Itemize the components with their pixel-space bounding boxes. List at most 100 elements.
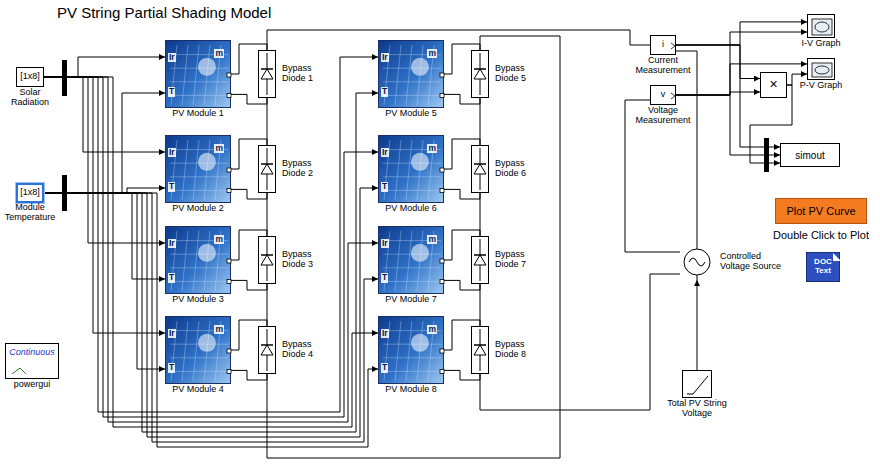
output-port (671, 43, 675, 49)
cell-grid (406, 45, 412, 105)
block-icon (471, 236, 489, 284)
terminal (440, 73, 444, 77)
cell-grid (204, 45, 210, 105)
scope-screen (812, 19, 832, 35)
cell-grid (170, 68, 228, 69)
block-name: PV Module 5 (371, 109, 451, 119)
cell-grid (170, 267, 228, 268)
terminal (227, 73, 231, 77)
block-name: Total PV String Voltage (667, 399, 727, 419)
cell-grid (417, 321, 423, 381)
port-name: T (381, 363, 388, 372)
page-corner (833, 253, 841, 261)
block-text: × (769, 77, 777, 92)
diode-lead (480, 329, 481, 371)
sun-glare (198, 58, 216, 76)
cell-grid (395, 45, 401, 105)
sun-glare (411, 334, 429, 352)
signal-line (697, 280, 698, 370)
diode-bar (261, 68, 273, 70)
block-name: Bypass Diode 2 (282, 159, 326, 179)
diode-symbol (474, 345, 486, 355)
cell-grid (383, 371, 441, 372)
block-name: PV Module 2 (158, 204, 238, 214)
sun-glare (411, 153, 429, 171)
electrical-wire (231, 44, 267, 104)
cell-grid (383, 95, 441, 96)
diode-bar (474, 68, 486, 70)
terminal (227, 259, 231, 263)
electrical-wire (267, 284, 268, 326)
diode-symbol (474, 69, 486, 79)
electrical-wire (267, 193, 268, 236)
bypass-diode: Bypass Diode 6 (471, 145, 489, 193)
cell-grid (395, 140, 401, 200)
block-name: Bypass Diode 1 (282, 64, 326, 84)
block-name: PV Module 4 (158, 385, 238, 395)
terminal (227, 188, 231, 192)
block-icon (683, 371, 713, 399)
diode-symbol (474, 255, 486, 265)
block-text: i (662, 40, 664, 50)
constant-block: [1x8]Module Temperature (16, 183, 44, 203)
block-name: Solar Radiation (0, 88, 60, 108)
diode-lead (267, 53, 268, 95)
block-name: powergui (2, 380, 62, 390)
cell-grid (182, 45, 188, 105)
port-name: m (214, 325, 224, 334)
bypass-diode: Bypass Diode 1 (258, 50, 276, 98)
bypass-diode: Bypass Diode 5 (471, 50, 489, 98)
port-name: Ir (381, 53, 389, 62)
port-name: Ir (381, 239, 389, 248)
port-name: m (427, 235, 437, 244)
diode-box (472, 237, 489, 284)
diode-box (472, 146, 489, 193)
pv-module: IrTmPV Module 5 (378, 40, 444, 108)
electrical-wire (231, 230, 267, 290)
electrical-wire (444, 230, 480, 290)
cell-grid (193, 45, 199, 105)
port-name: Ir (381, 329, 389, 338)
xy-graph: I-V Graph (807, 14, 835, 38)
terminal (440, 279, 444, 283)
block-icon (258, 145, 276, 193)
cell-grid (383, 190, 441, 191)
block-name: P-V Graph (791, 81, 851, 91)
signal-line (676, 32, 807, 95)
port-name: m (427, 49, 437, 58)
cell-grid (193, 140, 199, 200)
cell-grid (383, 68, 441, 69)
electrical-wire (444, 320, 480, 380)
block-name: Bypass Diode 7 (495, 250, 539, 270)
block-icon (651, 36, 677, 56)
cell-grid (170, 81, 228, 82)
electrical-wire (267, 30, 650, 50)
electrical-wire (231, 320, 267, 380)
port-name: Ir (168, 239, 176, 248)
diode-lead (480, 148, 481, 190)
constant-block: [1x8]Solar Radiation (16, 67, 44, 87)
note-label: Double Click to Plot (766, 229, 876, 241)
diode-box (259, 237, 276, 284)
diode-lead (480, 239, 481, 281)
cell-grid (395, 321, 401, 381)
electrical-wire (480, 193, 481, 236)
signal-line (44, 188, 378, 437)
block-icon (258, 236, 276, 284)
bypass-diode: Bypass Diode 7 (471, 236, 489, 284)
powergui-block: Continuouspowergui (5, 343, 59, 379)
signal-line (44, 188, 165, 193)
diode-lead (267, 239, 268, 281)
signal-line (676, 64, 807, 95)
block-name: Controlled Voltage Source (720, 252, 790, 272)
cell-grid (383, 267, 441, 268)
cell-grid (383, 281, 441, 282)
diode-lead (267, 148, 268, 190)
port-name: m (214, 235, 224, 244)
sun-glare (411, 58, 429, 76)
source-lead (697, 244, 698, 280)
demux-bar (62, 60, 67, 96)
electrical-wire (480, 274, 680, 410)
terminal (440, 259, 444, 263)
